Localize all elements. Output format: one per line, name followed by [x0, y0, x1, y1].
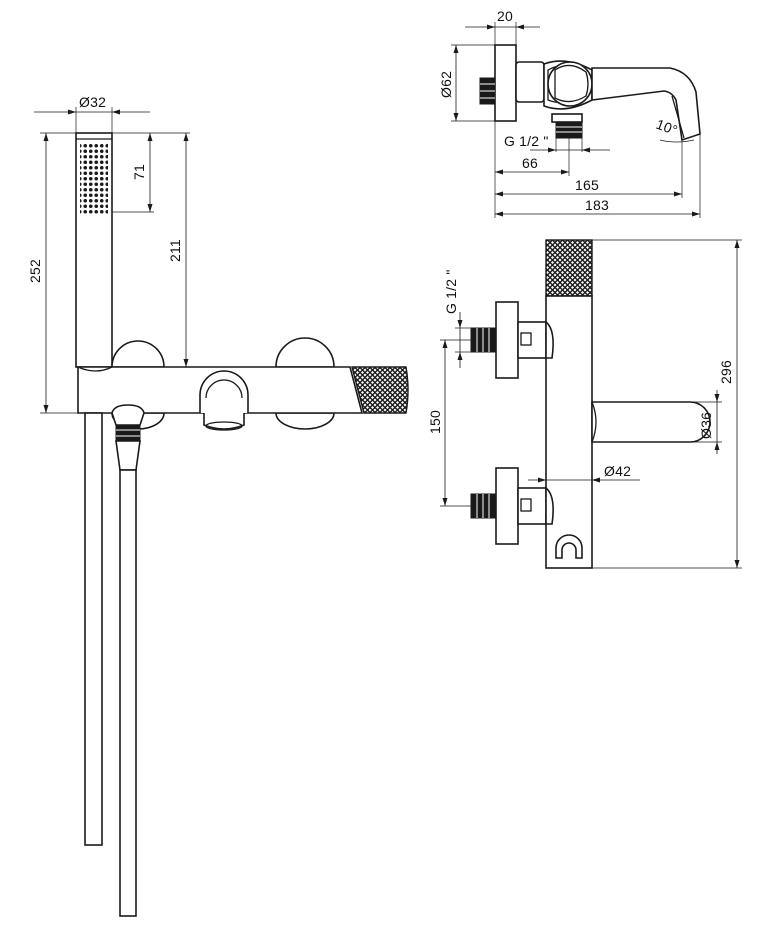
- label-lever-diameter: Ø36: [698, 412, 714, 439]
- spray-nozzles: [80, 142, 108, 214]
- label-connection-thread-side: G 1/2 ": [443, 269, 459, 314]
- label-escutcheon-width: 20: [497, 8, 513, 24]
- label-spray-head: 71: [131, 164, 147, 180]
- label-spout-projection: 165: [575, 177, 599, 193]
- dim-spout-angle: 10°: [654, 116, 695, 143]
- side-view: G 1/2 " 150 296 Ø36: [427, 239, 742, 569]
- dim-spout-projection: 165: [495, 140, 683, 198]
- top-view: 20 Ø62 G 1/2 " 66: [438, 8, 701, 218]
- dim-lever-diameter: Ø36: [690, 390, 722, 454]
- label-handshower-diameter: Ø32: [79, 94, 106, 110]
- hose-outlet: [111, 404, 145, 471]
- escutcheon-top: [494, 44, 517, 122]
- dim-body-diameter: Ø42: [528, 463, 640, 483]
- label-handshower-height: 211: [167, 239, 183, 262]
- dim-connection-thread-side: G 1/2 ": [443, 269, 471, 368]
- dim-total-projection: 183: [495, 134, 701, 218]
- label-connection-thread-top: G 1/2 ": [504, 133, 549, 149]
- spout-front: [199, 370, 249, 431]
- label-total-projection: 183: [585, 197, 609, 213]
- escutcheon-left: [111, 340, 165, 368]
- shower-holder: [555, 534, 583, 559]
- dim-connection-thread-top: G 1/2 ": [504, 133, 610, 153]
- label-center-to-wall: 66: [522, 155, 538, 171]
- label-body-diameter: Ø42: [604, 463, 631, 479]
- label-connection-spacing: 150: [427, 410, 443, 434]
- label-body-height: 296: [718, 360, 734, 384]
- dim-escutcheon-diameter: Ø62: [438, 44, 495, 122]
- knurled-handle: [351, 366, 409, 414]
- label-escutcheon-diameter: Ø62: [438, 71, 454, 98]
- front-view: Ø32 252 71 211: [27, 94, 409, 917]
- upper-connection: [470, 301, 554, 379]
- dim-spray-head: 71: [112, 132, 190, 213]
- dim-handshower-length: 252: [27, 132, 78, 414]
- hose-left: [84, 412, 103, 846]
- dim-escutcheon-width: 20: [465, 8, 540, 45]
- hose-right: [119, 469, 137, 917]
- dim-handshower-diameter: Ø32: [34, 94, 150, 133]
- lever-side: [591, 401, 711, 443]
- knurled-cap: [545, 239, 593, 297]
- label-handshower-length: 252: [27, 259, 43, 283]
- dim-body-height: 296: [592, 239, 742, 569]
- dim-connection-spacing: 150: [427, 339, 471, 507]
- escutcheon-right: [275, 337, 335, 368]
- hand-shower: [75, 132, 113, 368]
- lower-connection: [470, 467, 554, 545]
- dim-handshower-height: 211: [160, 133, 190, 368]
- dim-center-to-wall: 66: [494, 121, 570, 218]
- label-spout-angle: 10°: [654, 116, 680, 138]
- spout-top: [591, 67, 701, 142]
